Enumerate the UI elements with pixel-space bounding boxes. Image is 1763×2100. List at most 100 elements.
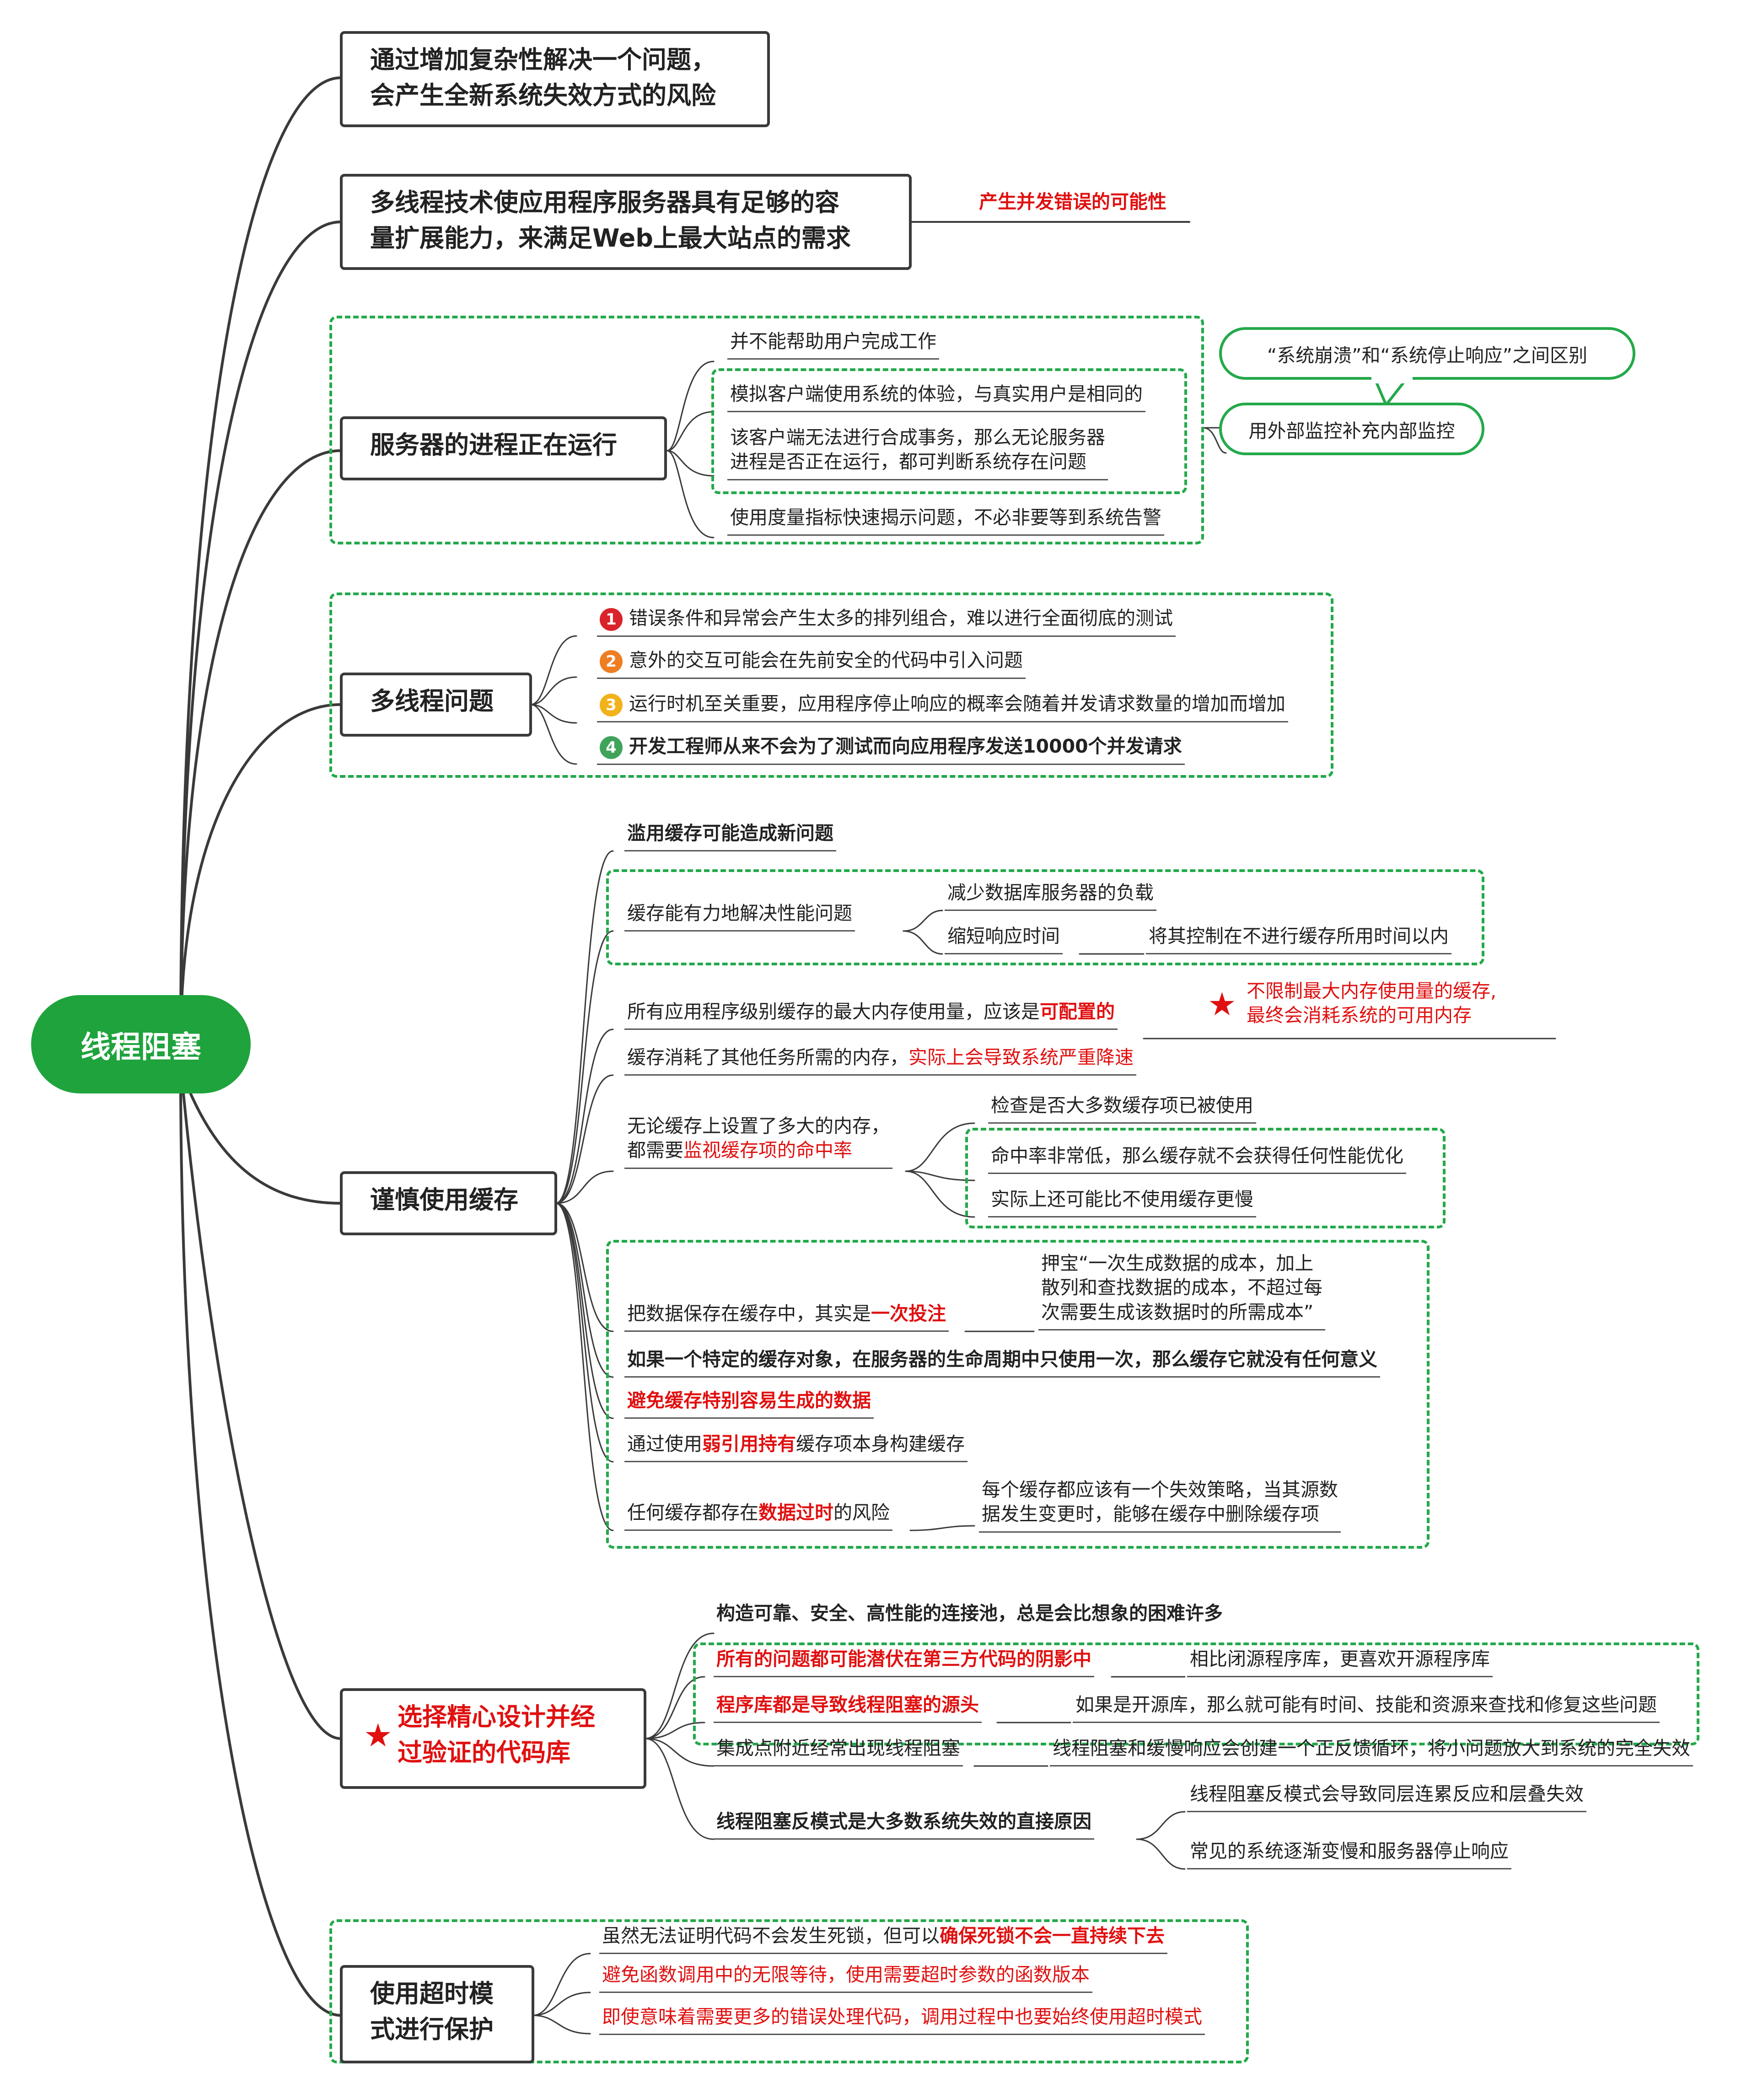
group-timeout (329, 1919, 1249, 2063)
leaf-monitor-hit-rate-line2: 都需要监视缓存项的命中率 (627, 1138, 890, 1163)
leaf-deadlock-bounded[interactable]: 虽然无法证明代码不会发生死锁，但可以确保死锁不会一直持续下去 (599, 1924, 1167, 1955)
leaf-max-memory-emphasis: 可配置的 (1040, 1001, 1115, 1023)
branch-timeout-protection-line2: 式进行保护 (370, 2015, 494, 2044)
leaf-shorten-response[interactable]: 缩短响应时间 (945, 924, 1063, 955)
leaf-bet-cost-line2: 散列和查找数据的成本，不超过每 (1041, 1276, 1322, 1299)
branch-multithread-capacity-line1: 多线程技术使应用程序服务器具有足够的容 (370, 188, 839, 217)
leaf-deadlock-bounded-text: 虽然无法证明代码不会发生死锁，但可以 (602, 1925, 940, 1947)
leaf-invalidation-policy[interactable]: 每个缓存都应该有一个失效策略，当其源数 据发生变更时，能够在缓存中删除缓存项 (979, 1478, 1341, 1533)
branch-multithread-problems-label: 多线程问题 (370, 687, 494, 716)
bubble-crash-vs-hang-text: “系统崩溃”和“系统停止响应”之间区别 (1267, 344, 1587, 366)
number-badge-2: 2 (600, 650, 623, 673)
leaf-cache-consumes-memory[interactable]: 缓存消耗了其他任务所需的内存，实际上会导致系统严重降速 (624, 1045, 1136, 1076)
leaf-bet-cost[interactable]: 押宝“一次生成数据的成本，加上 散列和查找数据的成本，不超过每 次需要生成该数据… (1038, 1251, 1325, 1330)
leaf-synthetic-transaction[interactable]: 该客户端无法进行合成事务，那么无论服务器 进程是否正在运行，都可判断系统存在问题 (727, 425, 1108, 480)
leaf-avoid-cheap-data[interactable]: 避免缓存特别容易生成的数据 (624, 1389, 874, 1419)
leaf-connection-pool[interactable]: 构造可靠、安全、高性能的连接池，总是会比想象的困难许多 (716, 1602, 1223, 1624)
leaf-cache-abuse[interactable]: 滥用缓存可能造成新问题 (624, 821, 836, 852)
leaf-stale-data[interactable]: 任何缓存都存在数据过时的风险 (624, 1501, 892, 1531)
leaf-avoid-infinite-wait[interactable]: 避免函数调用中的无限等待，使用需要超时参数的函数版本 (599, 1963, 1092, 1993)
leaf-integration-points[interactable]: 集成点附近经常出现线程阻塞 (714, 1736, 963, 1767)
note-unlimited-cache-line1: 不限制最大内存使用量的缓存, (1247, 980, 1497, 1002)
leaf-stale-data-suffix: 的风险 (833, 1502, 890, 1524)
number-badge-4: 4 (600, 736, 623, 759)
bubble-external-monitoring[interactable]: 用外部监控补充内部监控 (1219, 403, 1484, 455)
branch-complexity-risk-line2: 会产生全新系统失效方式的风险 (370, 81, 716, 110)
branch-multithread-capacity-line2: 量扩展能力，来满足Web上最大站点的需求 (370, 224, 851, 253)
leaf-control-time[interactable]: 将其控制在不进行缓存所用时间以内 (1146, 924, 1451, 955)
leaf-low-hit-rate[interactable]: 命中率非常低，那么缓存就不会获得任何性能优化 (988, 1144, 1406, 1174)
leaf-single-use-object[interactable]: 如果一个特定的缓存对象，在服务器的生命周期中只使用一次，那么缓存它就没有任何意义 (624, 1347, 1380, 1378)
leaf-issue-3-text: 运行时机至关重要，应用程序停止响应的概率会随着并发请求数量的增加而增加 (629, 693, 1285, 715)
note-unlimited-cache[interactable]: 不限制最大内存使用量的缓存, 最终会消耗系统的可用内存 (1247, 979, 1496, 1028)
group-cache-investment (606, 1240, 1430, 1549)
leaf-library-blocking-source[interactable]: 程序库都是导致线程阻塞的源头 (714, 1693, 982, 1723)
leaf-max-memory-text: 所有应用程序级别缓存的最大内存使用量，应该是 (627, 1001, 1040, 1023)
leaf-weak-reference[interactable]: 通过使用弱引用持有缓存项本身构建缓存 (624, 1432, 968, 1463)
group-cache-hit-rate (965, 1128, 1446, 1228)
leaf-cache-performance[interactable]: 缓存能有力地解决性能问题 (624, 901, 855, 932)
leaf-positive-feedback[interactable]: 线程阻塞和缓慢响应会创建一个正反馈循环，将小问题放大到系统的完全失效 (1050, 1736, 1693, 1767)
bubble-crash-vs-hang[interactable]: “系统崩溃”和“系统停止响应”之间区别 (1219, 327, 1635, 380)
root-node[interactable]: 线程阻塞 (31, 995, 251, 1093)
leaf-gradual-slowdown[interactable]: 常见的系统逐渐变慢和服务器停止响应 (1187, 1839, 1511, 1870)
leaf-bet-cost-line1: 押宝“一次生成数据的成本，加上 (1041, 1252, 1314, 1274)
branch-complexity-risk[interactable]: 通过增加复杂性解决一个问题， 会产生全新系统失效方式的风险 (340, 31, 770, 127)
leaf-cache-consumes-memory-emphasis: 实际上会导致系统严重降速 (908, 1046, 1134, 1068)
branch-server-process-running-label: 服务器的进程正在运行 (370, 431, 617, 459)
bubble-external-monitoring-text: 用外部监控补充内部监控 (1248, 420, 1455, 442)
leaf-check-cache-usage[interactable]: 检查是否大多数缓存项已被使用 (988, 1093, 1256, 1124)
branch-complexity-risk-line1: 通过增加复杂性解决一个问题， (370, 45, 716, 74)
leaf-bet-cost-line3: 次需要生成该数据时的所需成本” (1041, 1301, 1314, 1323)
note-concurrency-error[interactable]: 产生并发错误的可能性 (979, 191, 1166, 213)
leaf-antipattern-cause[interactable]: 线程阻塞反模式是大多数系统失效的直接原因 (714, 1809, 1094, 1840)
leaf-monitor-hit-rate-prefix: 都需要 (627, 1139, 683, 1162)
bubble-tail-cover (1371, 376, 1413, 383)
branch-multithread-capacity[interactable]: 多线程技术使应用程序服务器具有足够的容 量扩展能力，来满足Web上最大站点的需求 (340, 174, 912, 270)
leaf-metrics-reveal[interactable]: 使用度量指标快速揭示问题，不必非要等到系统告警 (727, 506, 1164, 536)
leaf-issue-2-text: 意外的交互可能会在先前安全的代码中引入问题 (629, 649, 1023, 671)
star-icon: ★ (1208, 985, 1236, 1023)
leaf-slower-than-no-cache[interactable]: 实际上还可能比不使用缓存更慢 (988, 1187, 1256, 1218)
leaf-reduce-db-load[interactable]: 减少数据库服务器的负载 (945, 881, 1156, 911)
number-badge-1: 1 (600, 608, 623, 631)
group-cache-performance (606, 869, 1484, 965)
leaf-invalidation-policy-line2: 据发生变更时，能够在缓存中删除缓存项 (982, 1503, 1319, 1525)
branch-proven-libraries-line2: 过验证的代码库 (398, 1738, 570, 1767)
leaf-prefer-open-source[interactable]: 相比闭源程序库，更喜欢开源程序库 (1187, 1647, 1493, 1678)
group-multithread-issues (329, 592, 1333, 778)
leaf-deadlock-bounded-emphasis: 确保死锁不会一直持续下去 (940, 1925, 1165, 1947)
branch-proven-libraries[interactable]: 选择精心设计并经 过验证的代码库 (340, 1688, 646, 1789)
leaf-cache-consumes-memory-text: 缓存消耗了其他任务所需的内存， (627, 1046, 908, 1068)
group-server-process (329, 316, 1204, 544)
leaf-cache-bet-emphasis: 一次投注 (871, 1303, 946, 1325)
leaf-max-memory[interactable]: 所有应用程序级别缓存的最大内存使用量，应该是可配置的 (624, 1000, 1118, 1030)
leaf-simulate-client[interactable]: 模拟客户端使用系统的体验，与真实用户是相同的 (727, 382, 1145, 413)
leaf-synthetic-transaction-line1: 该客户端无法进行合成事务，那么无论服务器 (730, 426, 1105, 448)
branch-server-process-running[interactable]: 服务器的进程正在运行 (340, 416, 667, 480)
leaf-cascading-failure[interactable]: 线程阻塞反模式会导致同层连累反应和层叠失效 (1187, 1782, 1586, 1813)
leaf-cache-bet[interactable]: 把数据保存在缓存中，其实是一次投注 (624, 1302, 949, 1332)
star-icon: ★ (364, 1717, 392, 1754)
leaf-monitor-hit-rate-emphasis: 监视缓存项的命中率 (683, 1139, 852, 1162)
leaf-stale-data-emphasis: 数据过时 (758, 1502, 833, 1524)
leaf-cache-bet-text: 把数据保存在缓存中，其实是 (627, 1303, 871, 1325)
leaf-weak-reference-prefix: 通过使用 (627, 1433, 702, 1455)
branch-multithread-problems[interactable]: 多线程问题 (340, 673, 532, 737)
leaf-third-party-shadow[interactable]: 所有的问题都可能潜伏在第三方代码的阴影中 (714, 1647, 1094, 1678)
leaf-invalidation-policy-line1: 每个缓存都应该有一个失效策略，当其源数 (982, 1479, 1338, 1501)
leaf-not-help-user[interactable]: 并不能帮助用户完成工作 (727, 329, 939, 360)
group-synthetic-client (711, 368, 1187, 494)
leaf-issue-2[interactable]: 2 意外的交互可能会在先前安全的代码中引入问题 (597, 648, 1026, 679)
leaf-always-use-timeout[interactable]: 即使意味着需要更多的错误处理代码，调用过程中也要始终使用超时模式 (599, 2005, 1205, 2035)
leaf-open-source-fix[interactable]: 如果是开源库，那么就可能有时间、技能和资源来查找和修复这些问题 (1073, 1693, 1660, 1723)
leaf-weak-reference-emphasis: 弱引用持有 (702, 1433, 796, 1455)
branch-careful-cache[interactable]: 谨慎使用缓存 (340, 1171, 557, 1235)
branch-timeout-protection[interactable]: 使用超时模 式进行保护 (340, 1965, 534, 2063)
branch-timeout-protection-line1: 使用超时模 (370, 1979, 494, 2008)
leaf-stale-data-prefix: 任何缓存都存在 (627, 1502, 758, 1524)
leaf-monitor-hit-rate[interactable]: 无论缓存上设置了多大的内存， 都需要监视缓存项的命中率 (624, 1114, 892, 1169)
